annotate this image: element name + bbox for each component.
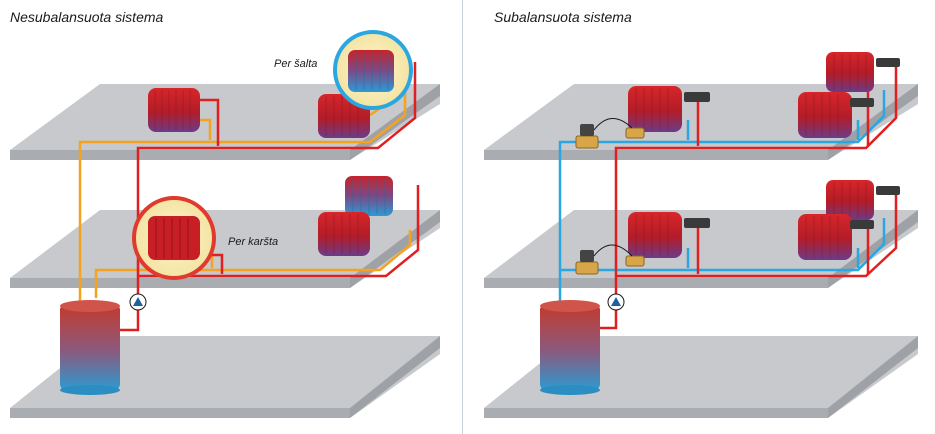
- balanced-panel: Subalansuota sistema: [466, 0, 935, 434]
- balanced-title: Subalansuota sistema: [494, 9, 632, 25]
- hot-label: Per karšta: [228, 236, 279, 248]
- cold-indicator: [333, 30, 413, 110]
- boiler-tank: [60, 300, 120, 395]
- hot-indicator: [132, 196, 216, 280]
- cold-label: Per šalta: [274, 58, 318, 70]
- balanced-svg: [484, 52, 918, 418]
- unbalanced-svg: [10, 30, 440, 418]
- radiator-middle-right-front: [798, 214, 852, 260]
- unbalanced-panel: Nesubalansuota sistema: [0, 0, 463, 434]
- radiator-top-left: [148, 88, 200, 132]
- balancing-valve-icon: [575, 118, 645, 275]
- radiator-middle-right-back: [826, 180, 874, 220]
- radiator-middle-right-back: [345, 176, 393, 216]
- radiator-middle-right-front: [318, 212, 370, 256]
- radiator-top-left: [628, 86, 682, 132]
- radiator-top-right-back: [826, 52, 874, 92]
- return-pipes: [558, 90, 886, 310]
- pump-icon: [129, 293, 147, 311]
- boiler-tank: [540, 300, 600, 395]
- thermostatic-valve-icon: [684, 58, 900, 229]
- radiator-middle-left: [628, 212, 682, 258]
- unbalanced-title: Nesubalansuota sistema: [10, 9, 164, 25]
- radiator-top-right-front: [798, 92, 852, 138]
- pump-icon: [607, 293, 625, 311]
